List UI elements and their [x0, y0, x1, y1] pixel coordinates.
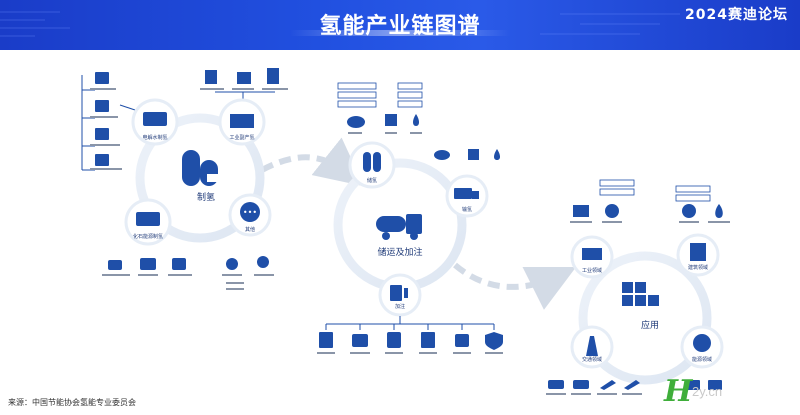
application-top-icons [573, 204, 723, 218]
production-cluster: 制氢 电解水制氢 工业副产氢 化石能源制氢 ••• 其他 [81, 68, 288, 290]
byproduct-source-captions [200, 88, 288, 90]
node-energy: 能源领域 [680, 325, 724, 369]
byproduct-source-icons [205, 68, 279, 84]
transport-type-icons [434, 149, 500, 160]
transport-hub: 储运及加注 [376, 214, 423, 258]
industry-tag-list [599, 179, 711, 202]
fossil-source-icons [108, 258, 186, 270]
other-source-icons [226, 256, 269, 270]
application-hub-label: 应用 [641, 319, 659, 331]
node-storage: 储氢 [348, 141, 396, 189]
production-hub-label: 制氢 [197, 191, 215, 203]
node-energy-label: 能源领域 [692, 356, 712, 363]
production-input-icons [95, 72, 109, 166]
transport-cluster: 储氢 输氢 储运及加注 加注 [317, 82, 503, 354]
storage-type-captions [348, 132, 422, 134]
node-building-label: 建筑领域 [688, 264, 708, 271]
node-other: ••• 其他 [228, 193, 272, 237]
node-refueling: 加注 [378, 273, 422, 317]
storage-tag-list [337, 82, 423, 108]
node-delivery-label: 输氢 [462, 206, 472, 213]
other-source-captions [222, 274, 274, 290]
refueling-equipment-icons [319, 332, 503, 350]
watermark-text: 2y.cn [692, 384, 723, 399]
watermark-logo: H [664, 374, 693, 409]
transport-hub-label: 储运及加注 [377, 246, 422, 258]
node-industry-label: 工业领域 [582, 267, 602, 274]
source-note: 来源：中国节能协会氢能专业委员会 [8, 398, 136, 407]
node-transportation: 交通领域 [570, 325, 614, 369]
node-transportation-label: 交通领域 [582, 356, 602, 363]
refueling-equipment-captions [317, 352, 503, 354]
node-other-label: 其他 [245, 226, 255, 233]
production-input-captions [90, 88, 122, 170]
production-hub: 制氢 [182, 150, 219, 203]
node-refueling-label: 加注 [395, 303, 405, 310]
page-title: 氢能产业链图谱 [319, 14, 481, 39]
production-ring [135, 113, 265, 243]
banner-stripes [0, 11, 680, 37]
node-building: 建筑领域 [676, 233, 720, 277]
flow-arrow-transport-to-application [453, 262, 577, 310]
application-top-captions [570, 221, 730, 223]
storage-type-icons [347, 114, 419, 128]
node-fossil-label: 化石能源制氢 [133, 233, 163, 240]
brand-label: 2024赛迪论坛 [685, 7, 788, 23]
application-cluster: 工业领域 建筑领域 应用 交通领域 能源领域 [546, 179, 730, 395]
node-fossil: 化石能源制氢 [124, 198, 172, 246]
node-electrolysis-label: 电解水制氢 [142, 134, 167, 141]
banner-shine [290, 30, 510, 36]
flow-arrow-production-to-transport [260, 137, 365, 187]
node-industry: 工业领域 [570, 235, 614, 279]
node-delivery: 输氢 [445, 174, 489, 218]
refueling-branch [325, 316, 495, 330]
node-byproduct: 工业副产氢 [218, 98, 266, 146]
application-bottom-icons [548, 380, 722, 390]
node-electrolysis: 电解水制氢 [131, 98, 179, 146]
other-dots: ••• [243, 208, 257, 217]
industry-chain-diagram: 制氢 电解水制氢 工业副产氢 化石能源制氢 ••• 其他 [81, 68, 730, 395]
node-storage-label: 储氢 [367, 177, 377, 184]
node-byproduct-label: 工业副产氢 [229, 134, 254, 141]
fossil-source-captions [102, 274, 192, 276]
header-banner: 氢能产业链图谱 2024赛迪论坛 [0, 0, 800, 50]
application-bottom-captions [546, 393, 642, 395]
application-ring [578, 251, 712, 385]
application-hub: 应用 [622, 282, 659, 331]
